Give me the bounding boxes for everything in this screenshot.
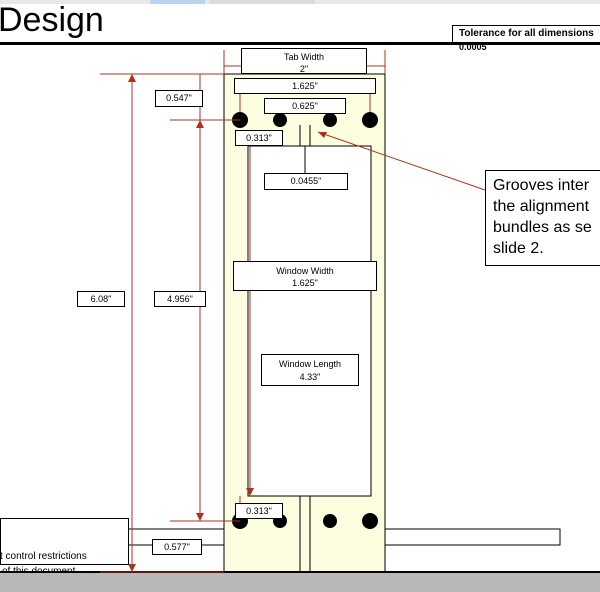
tab-width-box: Tab Width 2" xyxy=(241,48,367,74)
tolerance-box: Tolerance for all dimensions xyxy=(452,25,600,43)
hole-margin-bottom-value: 0.313" xyxy=(246,506,272,516)
window-width-box: Window Width 1.625" xyxy=(233,261,377,291)
total-length-value: 6.08" xyxy=(90,294,112,304)
window-width-value: 1.625" xyxy=(292,278,318,288)
callout-line: bundles as se xyxy=(493,219,592,236)
slot-span-value: 1.625" xyxy=(292,81,318,91)
bottom-offset-value: 0.577" xyxy=(164,542,190,552)
alignment-hole xyxy=(362,513,378,529)
window-length-label: Window Length xyxy=(278,359,342,369)
title-rule xyxy=(0,42,600,45)
slot-span-box: 1.625" xyxy=(234,78,376,94)
slide-title: Design xyxy=(0,1,104,39)
inner-length-box: 4.956" xyxy=(154,291,206,307)
callout-line: the alignment xyxy=(493,198,590,215)
alignment-hole xyxy=(323,113,337,127)
alignment-hole xyxy=(323,514,337,528)
footer-note-box xyxy=(0,518,129,565)
groove-width-box: 0.0455" xyxy=(264,173,348,190)
bottom-offset-box: 0.577" xyxy=(152,539,202,555)
slot-spacing-value: 0.625" xyxy=(292,101,318,111)
alignment-hole xyxy=(362,112,378,128)
arrow-head xyxy=(128,74,136,82)
inner-length-value: 4.956" xyxy=(167,294,193,304)
rail-right xyxy=(384,528,561,546)
footer-text-line: t control restrictions xyxy=(0,551,87,562)
footer-text-line: of this document. xyxy=(2,566,79,577)
hole-margin-bottom-box: 0.313" xyxy=(235,503,283,519)
arrow-head xyxy=(196,120,204,128)
tolerance-label: Tolerance for all dimensions xyxy=(459,28,594,39)
callout-line: slide 2. xyxy=(493,240,544,257)
groove-callout: Grooves inter the alignment bundles as s… xyxy=(485,170,600,266)
window-length-box: Window Length 4.33" xyxy=(261,354,359,386)
window-bottom-strip xyxy=(0,573,600,592)
hole-margin-top-value: 0.313" xyxy=(246,133,272,143)
top-offset-box: 0.547" xyxy=(155,90,203,107)
window-length-value: 4.33" xyxy=(299,372,321,382)
top-offset-value: 0.547" xyxy=(166,93,192,103)
tolerance-value: 0.0005 xyxy=(459,42,487,52)
slot-spacing-box: 0.625" xyxy=(264,98,346,114)
callout-leader-line xyxy=(317,131,486,191)
tab-width-label: Tab Width xyxy=(283,52,325,62)
arrow-head xyxy=(246,488,254,496)
hole-margin-top-box: 0.313" xyxy=(235,130,283,146)
alignment-hole xyxy=(273,113,287,127)
window-outline xyxy=(247,145,372,497)
groove-width-value: 0.0455" xyxy=(290,176,322,186)
tab-width-value: 2" xyxy=(299,64,309,74)
browser-tab-strip xyxy=(0,0,600,4)
total-length-box: 6.08" xyxy=(77,291,125,307)
callout-line: Grooves inter xyxy=(493,177,590,194)
tab-indicator[interactable] xyxy=(210,0,315,4)
arrow-head xyxy=(128,564,136,572)
window-width-label: Window Width xyxy=(276,266,334,276)
arrow-head xyxy=(318,132,327,138)
arrow-head xyxy=(196,513,204,521)
active-tab-indicator[interactable] xyxy=(150,0,205,4)
